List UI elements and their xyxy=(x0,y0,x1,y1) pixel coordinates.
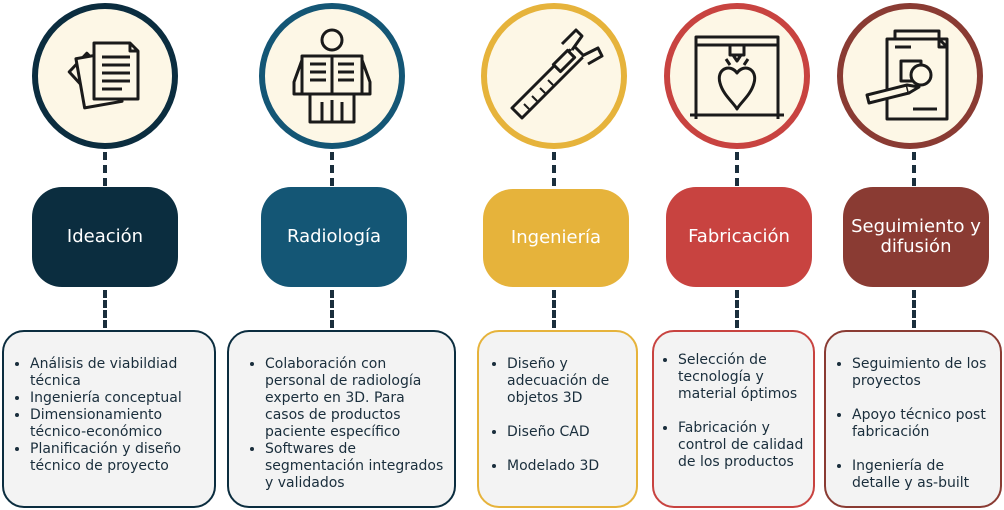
stage-1-icon-circle xyxy=(32,3,178,149)
stage-3-card: Diseño y adecuación de objetos 3D Diseño… xyxy=(477,330,638,508)
list-item: Apoyo técnico post fabricación xyxy=(852,407,996,441)
list-item: Modelado 3D xyxy=(507,458,630,475)
list-item: Análisis de viabildiad técnica xyxy=(30,356,208,390)
stage-2-title-box: Radiología xyxy=(261,187,407,287)
stage-1-connector-bottom xyxy=(103,290,107,328)
list-item: Seguimiento de los proyectos xyxy=(852,356,996,390)
stage-3-icon-circle xyxy=(481,3,627,149)
xray-skeleton-icon xyxy=(292,28,372,124)
stage-1-connector-top xyxy=(103,152,107,186)
stage-3-title: Ingeniería xyxy=(510,227,602,248)
stage-3-connector-bottom xyxy=(552,290,556,328)
stage-2-icon-circle xyxy=(259,3,405,149)
stage-4-connector-bottom xyxy=(735,290,739,328)
stage-3-list: Diseño y adecuación de objetos 3D Diseño… xyxy=(485,356,630,475)
stage-2-list: Colaboración con personal de radiología … xyxy=(243,356,448,492)
stage-5-title-box: Seguimiento y difusión xyxy=(843,187,989,287)
stage-2-title: Radiología xyxy=(286,226,382,247)
stage-5-connector-bottom xyxy=(912,290,916,328)
stage-4-card: Selección de tecnología y material óptim… xyxy=(652,330,815,508)
stage-5-card: Seguimiento de los proyectos Apoyo técni… xyxy=(824,330,1002,508)
3d-printer-heart-icon xyxy=(690,35,784,119)
stage-1-title: Ideación xyxy=(66,226,144,247)
stage-5-icon-circle xyxy=(837,3,983,149)
list-item: Planificación y diseño técnico de proyec… xyxy=(30,441,208,475)
caliper-icon xyxy=(510,28,604,120)
list-item: Diseño CAD xyxy=(507,424,630,441)
list-item: Fabricación y control de calidad de los … xyxy=(678,420,807,471)
stage-1-title-box: Ideación xyxy=(32,187,178,287)
documents-icon xyxy=(67,41,140,110)
stage-3-title-box: Ingeniería xyxy=(483,189,629,287)
stage-5-connector-top xyxy=(912,152,916,186)
stage-2-connector-top xyxy=(330,152,334,186)
list-item: Selección de tecnología y material óptim… xyxy=(678,352,807,403)
list-item: Diseño y adecuación de objetos 3D xyxy=(507,356,630,407)
stage-1-list: Análisis de viabildiad técnica Ingenierí… xyxy=(8,356,208,475)
stage-4-title-box: Fabricación xyxy=(666,187,812,287)
stage-4-connector-top xyxy=(735,152,739,186)
stage-2-connector-bottom xyxy=(330,290,334,328)
stage-4-list: Selección de tecnología y material óptim… xyxy=(656,352,807,471)
list-item: Ingeniería de detalle y as-built xyxy=(852,458,996,492)
stage-5-list: Seguimiento de los proyectos Apoyo técni… xyxy=(830,356,996,492)
list-item: Ingeniería conceptual xyxy=(30,390,208,407)
stage-4-title: Fabricación xyxy=(688,226,790,247)
stage-4-icon-circle xyxy=(664,3,810,149)
list-item: Dimensionamiento técnico-económico xyxy=(30,407,208,441)
stage-5-title: Seguimiento y difusión xyxy=(851,216,981,257)
list-item: Colaboración con personal de radiología … xyxy=(265,356,448,441)
stage-1-card: Análisis de viabildiad técnica Ingenierí… xyxy=(2,330,216,508)
stage-2-card: Colaboración con personal de radiología … xyxy=(227,330,456,508)
drawing-document-icon xyxy=(865,29,949,121)
stage-3-connector-top xyxy=(552,152,556,186)
list-item: Softwares de segmentación integrados y v… xyxy=(265,441,448,492)
